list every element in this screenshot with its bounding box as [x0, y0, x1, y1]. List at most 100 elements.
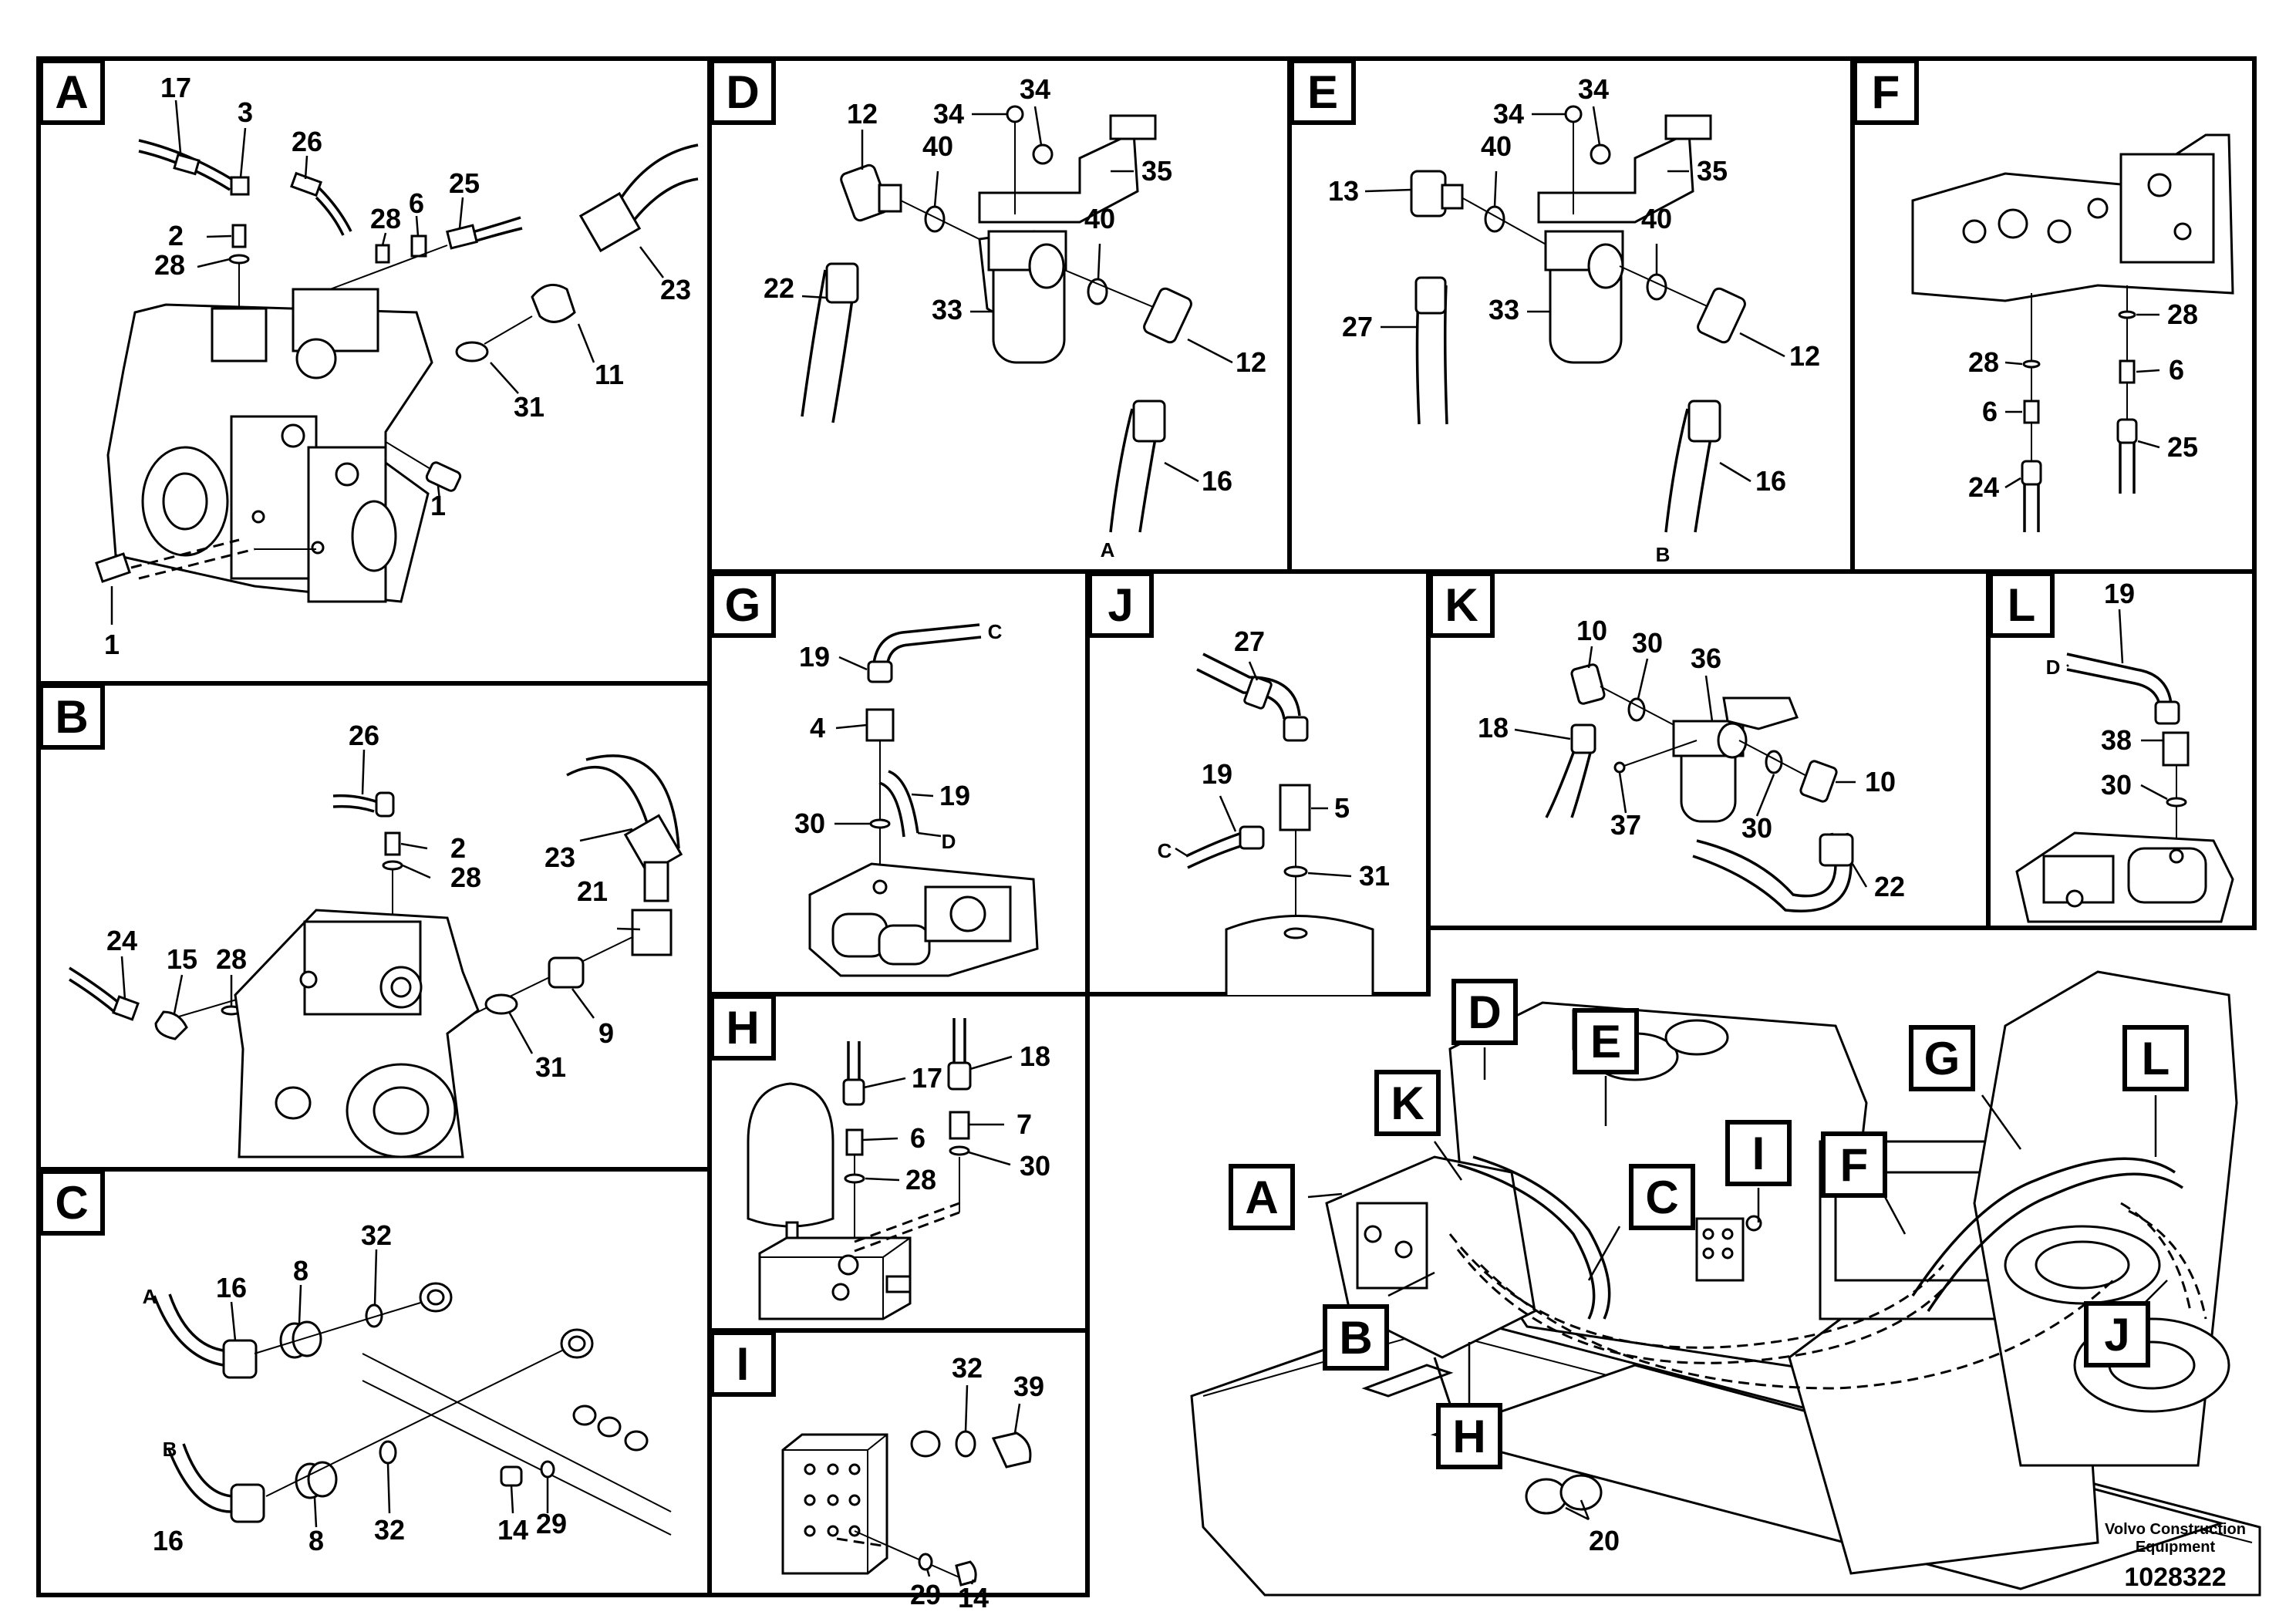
overview-callout-20: 20: [1589, 1525, 1620, 1556]
callout-label: 24: [1968, 471, 1999, 503]
callout-leader-lines: [110, 99, 2168, 1585]
overview-label-a: A: [1245, 1172, 1278, 1223]
panel-e-artwork: [1410, 105, 1746, 533]
panel-letter-f: F: [1872, 66, 1900, 118]
callout-label: 13: [1328, 175, 1359, 207]
panel-letter-d: D: [726, 66, 759, 118]
callout-label: 21: [577, 875, 608, 907]
overview-label-i: I: [1752, 1128, 1765, 1179]
callout-label: 14: [958, 1582, 989, 1614]
callout-label: 4: [810, 712, 825, 744]
callout-label: 35: [1141, 155, 1172, 187]
callout-label: 12: [1789, 340, 1820, 372]
callout-label: 16: [1755, 465, 1786, 497]
panel-letter-j: J: [1108, 579, 1133, 631]
callout-label: 8: [293, 1255, 308, 1286]
overview-label-g: G: [1924, 1033, 1961, 1084]
panel-letters: A B C D E F G J K L H I: [55, 66, 2035, 1390]
callout-label: 38: [2101, 724, 2132, 756]
callout-label: A: [1101, 538, 1115, 561]
brand-name-line-1: Volvo Construction: [2105, 1521, 2246, 1538]
overview-machine-artwork: [1190, 970, 2261, 1597]
callout-label: 2: [450, 832, 466, 864]
callout-label: 30: [1632, 627, 1663, 659]
overview-letters: D E K I A C G L F B J H 20: [1245, 986, 2170, 1556]
panel-h-artwork: [747, 1018, 972, 1320]
callout-label: 17: [912, 1062, 942, 1094]
callout-label: 28: [1968, 346, 1999, 378]
callout-label: 1: [104, 629, 120, 660]
callout-label: 28: [905, 1164, 936, 1195]
callout-label: 34: [1020, 73, 1050, 105]
callout-label: 11: [595, 359, 624, 390]
callout-label: 16: [216, 1272, 247, 1303]
callout-label: 37: [1610, 809, 1641, 841]
callout-label: 9: [598, 1017, 614, 1049]
callout-label: 10: [1865, 766, 1896, 798]
overview-label-d: D: [1468, 986, 1501, 1038]
callout-label: 16: [153, 1525, 184, 1556]
callout-label: 12: [847, 98, 878, 130]
callout-label: 18: [1478, 712, 1509, 744]
callout-label: 32: [374, 1514, 405, 1546]
callout-label: 26: [349, 720, 379, 751]
callout-label: 40: [1084, 203, 1115, 234]
overview-letter-boxes: [1229, 979, 2189, 1469]
brand-name-line-2: Equipment: [2135, 1539, 2216, 1556]
overview-label-l: L: [2142, 1033, 2170, 1084]
panel-letter-l: L: [2008, 579, 2036, 631]
overview-leader-lines: [1307, 1047, 2168, 1521]
callout-label: D: [942, 830, 956, 853]
overview-label-k: K: [1391, 1077, 1424, 1129]
callout-label: 24: [106, 925, 137, 956]
callout-label: 25: [449, 167, 480, 199]
callout-label: 34: [933, 98, 964, 130]
callout-label: 23: [544, 841, 575, 873]
callout-label: 19: [799, 641, 830, 673]
callout-label: B: [1656, 543, 1671, 566]
panel-f-artwork: [1911, 133, 2234, 532]
callout-label: 31: [514, 391, 544, 423]
callout-label: 19: [939, 780, 970, 811]
panel-b-artwork: [69, 754, 683, 1158]
callout-label: 32: [952, 1352, 983, 1384]
panel-letter-e: E: [1307, 66, 1338, 118]
callout-label: 6: [910, 1122, 925, 1154]
callout-label: 28: [450, 862, 481, 893]
callout-label: 27: [1342, 311, 1373, 342]
callout-label: A: [143, 1285, 157, 1308]
callout-label: 22: [1874, 871, 1905, 902]
callout-label: 8: [308, 1525, 324, 1556]
panel-g-artwork: [808, 623, 1039, 977]
callout-label: 30: [794, 808, 825, 839]
callout-label: 2: [168, 220, 184, 251]
panel-letter-h: H: [726, 1002, 759, 1054]
callout-label: C: [988, 620, 1003, 643]
panel-letter-k: K: [1445, 579, 1478, 631]
callout-label: 5: [1334, 792, 1350, 824]
overview-label-c: C: [1645, 1172, 1678, 1223]
callout-label: 29: [910, 1579, 941, 1610]
panel-letter-boxes: [39, 59, 2055, 1397]
callout-label: 39: [1013, 1371, 1044, 1402]
callout-label: 19: [2104, 578, 2135, 609]
callout-label: 29: [536, 1508, 567, 1539]
callout-label: 12: [1236, 346, 1266, 378]
panel-letter-g: G: [725, 579, 761, 631]
callout-label: 14: [497, 1514, 528, 1546]
callout-label: 28: [2167, 298, 2198, 330]
callout-label: 35: [1697, 155, 1728, 187]
callout-label: 6: [2169, 354, 2184, 386]
overview-label-b: B: [1339, 1312, 1372, 1364]
panel-k-artwork: [1545, 663, 1854, 912]
callout-label: 6: [1982, 396, 1998, 427]
callout-label: 17: [160, 72, 191, 103]
panel-l-artwork: [2015, 653, 2234, 923]
callout-label: 26: [292, 126, 322, 157]
callout-label: 31: [535, 1051, 566, 1083]
panel-letter-c: C: [55, 1177, 88, 1229]
callout-label: C: [1158, 839, 1172, 862]
callout-label: D: [2046, 656, 2061, 679]
callout-label: 22: [764, 272, 794, 304]
